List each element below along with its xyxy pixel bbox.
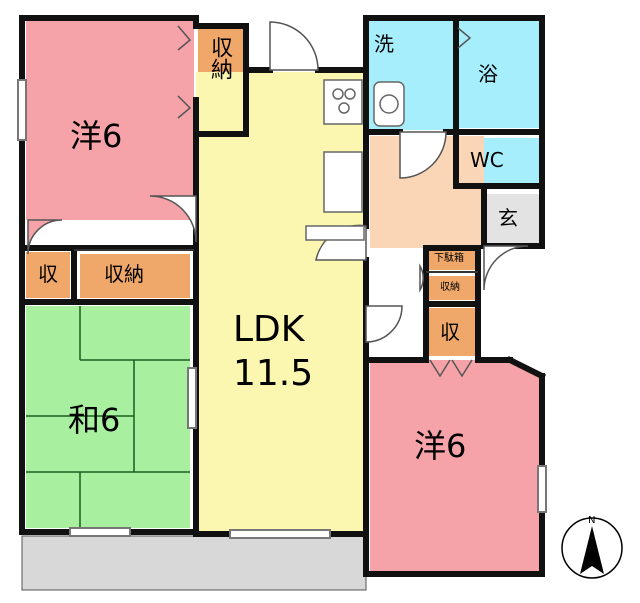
western-room-top-fill	[26, 20, 194, 220]
thin-walls	[74, 249, 478, 273]
kitchen-fixtures	[305, 79, 365, 241]
storage-left-fill	[80, 254, 190, 298]
entrance-label: 玄	[498, 206, 518, 230]
ldk-fill	[196, 72, 364, 532]
bath-label: 浴	[478, 62, 498, 86]
storage-small-fill	[428, 276, 476, 300]
compass-north-label: N	[588, 515, 596, 526]
tatami-lines	[26, 306, 190, 528]
entrance-fill	[486, 194, 540, 244]
storage-left-small-label: 収	[38, 262, 58, 286]
storage-right-fill	[428, 308, 476, 356]
walls	[19, 15, 547, 577]
storage-left-label: 収納	[104, 262, 144, 286]
toilet-label: WC	[470, 148, 504, 172]
western-room-bottom-fill	[370, 360, 540, 572]
western-room-top-label: 洋6	[70, 117, 123, 155]
bath-fixtures	[373, 81, 405, 127]
shoe-closet-fill	[428, 250, 476, 270]
storage-small-label: 収納	[440, 282, 460, 293]
storage-right-label: 収	[440, 320, 460, 344]
ldk-label-line2: 11.5	[233, 353, 314, 394]
bath-fill	[458, 20, 540, 128]
closet-top-label: 収納	[207, 36, 232, 80]
balcony	[21, 535, 367, 591]
storage-left-small-fill	[26, 252, 70, 298]
japanese-room-label: 和6	[68, 401, 121, 439]
hall-lower-fill	[370, 248, 426, 358]
ldk-label-line1: LDK	[233, 309, 305, 350]
washroom-label: 洗	[374, 32, 394, 56]
compass	[561, 517, 623, 579]
japanese-room-fill	[26, 306, 190, 528]
shoe-closet-label: 下駄箱	[434, 253, 464, 264]
western-room-bottom-label: 洋6	[414, 427, 467, 465]
windows	[17, 79, 547, 539]
